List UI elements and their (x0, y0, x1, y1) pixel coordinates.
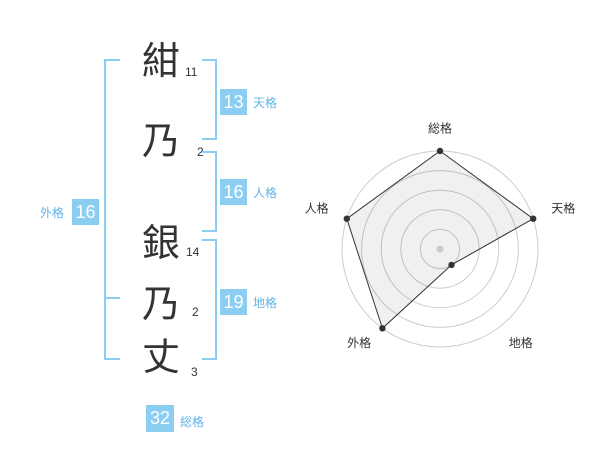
name-char-2: 乃 (141, 119, 180, 163)
radar-axis-label-2: 天格 (551, 200, 575, 215)
chikaku-label: 地格 (253, 296, 278, 310)
radar-grid-ring-3 (380, 189, 500, 309)
stroke-count-4: 2 (192, 305, 199, 319)
name-char-4: 乃 (141, 282, 180, 326)
jinkaku-bracket (202, 151, 217, 232)
radar-point-3 (448, 261, 455, 269)
stroke-count-1: 11 (185, 65, 198, 79)
tenkaku-bracket (202, 59, 217, 140)
soukaku-label: 総格 (180, 415, 205, 429)
chikaku-value-badge: 19 (220, 289, 247, 315)
soukaku-value-badge: 32 (146, 405, 174, 432)
gaikaku-bracket-tick (104, 297, 120, 299)
radar-axis-label-3: 地格 (509, 335, 533, 350)
radar-point-2 (530, 215, 537, 222)
jinkaku-label: 人格 (253, 186, 278, 200)
stroke-count-2: 2 (197, 145, 204, 159)
name-char-3: 銀 (141, 221, 180, 265)
gaikaku-value-badge: 16 (72, 199, 99, 225)
radar-series-area (346, 150, 535, 330)
name-char-1: 紺 (141, 39, 180, 83)
tenkaku-label: 天格 (253, 96, 278, 110)
radar-point-1 (436, 147, 444, 155)
name-char-5: 丈 (141, 335, 180, 379)
radar-grid-ring-4 (361, 170, 519, 328)
radar-axis-label-5: 人格 (305, 200, 329, 215)
chikaku-bracket (202, 239, 217, 360)
stroke-count-3: 14 (186, 245, 200, 259)
tenkaku-value-badge: 13 (220, 89, 247, 115)
gaikaku-label: 外格 (40, 206, 65, 220)
radar-axis-label-4: 外格 (347, 335, 371, 350)
radar-axis-label-1: 総格 (428, 121, 452, 136)
radar-center-dot (436, 245, 444, 253)
radar-point-5 (343, 215, 350, 222)
gaikaku-bracket (104, 59, 120, 360)
radar-grid-ring-1 (419, 228, 461, 270)
radar-point-4 (379, 325, 386, 332)
jinkaku-value-badge: 16 (220, 179, 247, 205)
stroke-count-5: 3 (191, 365, 198, 379)
